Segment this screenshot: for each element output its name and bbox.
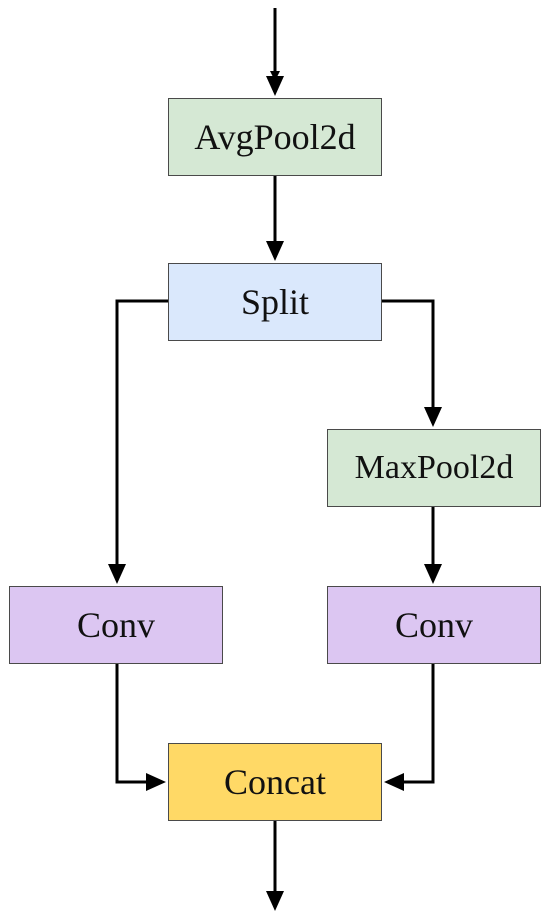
arrowhead-split [266, 241, 284, 261]
avgpool2d-node: AvgPool2d [168, 98, 382, 176]
arrow-split-to-maxpool [382, 299, 435, 409]
arrowhead-input [266, 76, 284, 96]
split-node: Split [168, 263, 382, 341]
arrowhead-concat-right [384, 773, 404, 791]
arrow-conv-left-to-concat [115, 664, 148, 784]
arrowhead-conv-right [424, 564, 442, 584]
arrowhead-conv-left [108, 564, 126, 584]
arrowhead-maxpool [424, 407, 442, 427]
arrowhead-output [266, 891, 284, 911]
conv-left-node: Conv [9, 586, 223, 664]
maxpool2d-node: MaxPool2d [327, 429, 541, 507]
conv-right-node: Conv [327, 586, 541, 664]
arrow-split-to-conv-left [115, 299, 168, 566]
concat-node: Concat [168, 743, 382, 821]
arrow-conv-right-to-concat [402, 664, 435, 784]
arrowhead-concat-left [146, 773, 166, 791]
